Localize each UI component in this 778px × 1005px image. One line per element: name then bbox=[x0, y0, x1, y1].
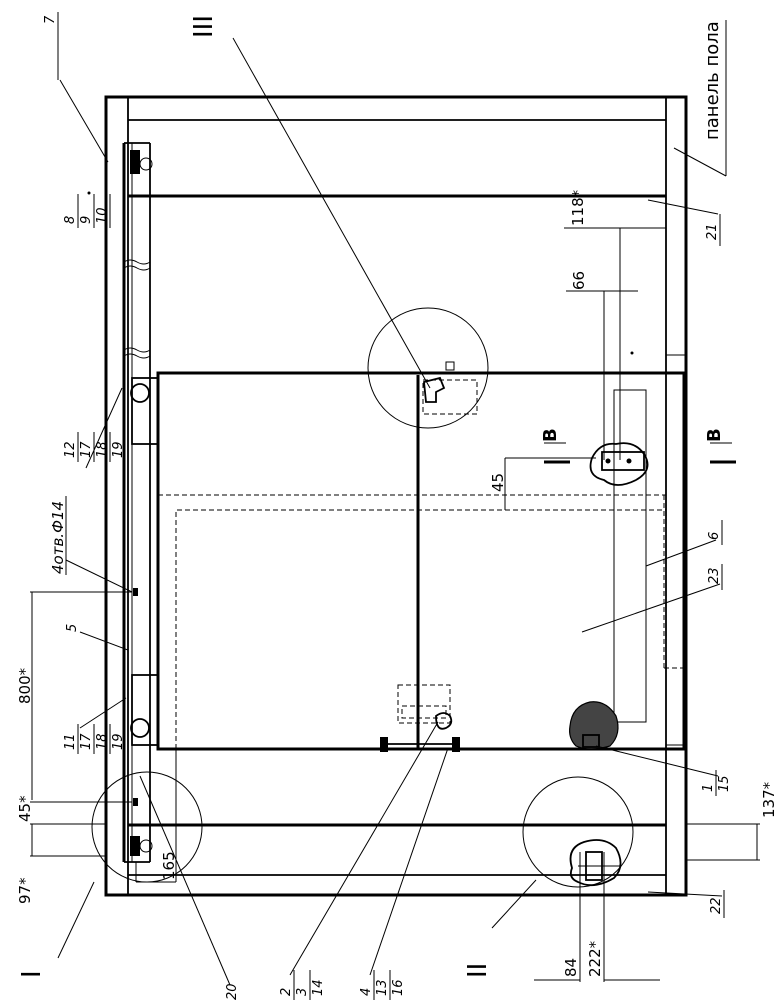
dim-97: 97* bbox=[16, 877, 34, 904]
pos-6: 6 bbox=[707, 532, 722, 540]
pos-17a: 17 bbox=[79, 441, 94, 458]
dim-222: 222* bbox=[586, 940, 604, 977]
pos-19a: 19 bbox=[111, 441, 126, 458]
pos-22: 22 bbox=[709, 897, 724, 914]
section-b-left: В bbox=[540, 428, 561, 442]
position-numbers: 7 8 9 10 12 17 18 19 5 11 17 18 19 20 2 … bbox=[43, 15, 732, 1000]
hole-note: 4отв.Ф14 bbox=[49, 501, 67, 574]
pos-4: 4 bbox=[359, 988, 374, 996]
side-rail bbox=[122, 142, 159, 863]
pos-9: 9 bbox=[79, 216, 94, 224]
dim-800: 800* bbox=[16, 667, 34, 704]
pos-3: 3 bbox=[295, 988, 310, 996]
pos-7: 7 bbox=[43, 15, 58, 24]
pos-1: 1 bbox=[701, 784, 716, 792]
pos-21: 21 bbox=[705, 223, 720, 240]
section-marks bbox=[544, 442, 736, 464]
dimension-lines bbox=[30, 20, 760, 982]
pos-19b: 19 bbox=[111, 733, 126, 750]
view-3-label: III bbox=[189, 15, 219, 38]
dim-137: 137* bbox=[760, 781, 778, 818]
pos-14: 14 bbox=[311, 979, 326, 996]
pos-17b: 17 bbox=[79, 733, 94, 750]
dim-118: 118* bbox=[569, 189, 587, 226]
pos-18b: 18 bbox=[95, 733, 110, 750]
pos-15: 15 bbox=[717, 775, 732, 792]
pos-5: 5 bbox=[65, 624, 80, 632]
dim-45-right: 45 bbox=[489, 473, 507, 492]
pos-12: 12 bbox=[63, 441, 78, 458]
inner-panel bbox=[156, 371, 686, 751]
leaders bbox=[57, 12, 723, 986]
pos-16: 16 bbox=[391, 979, 406, 996]
floor-panel-text: панель пола bbox=[702, 21, 723, 140]
section-b-right: В bbox=[704, 428, 725, 442]
view-1-label: I bbox=[17, 970, 47, 978]
view-2-label: II bbox=[463, 963, 493, 978]
floor-panel-label: панель пола bbox=[702, 21, 723, 140]
dim-84: 84 bbox=[562, 958, 580, 977]
view-circles bbox=[91, 307, 634, 888]
pos-11: 11 bbox=[63, 733, 78, 750]
pos-10: 10 bbox=[95, 207, 110, 224]
pos-20: 20 bbox=[225, 983, 240, 1000]
outer-frame bbox=[104, 95, 688, 897]
pos-13: 13 bbox=[375, 979, 390, 996]
pos-2: 2 bbox=[279, 988, 294, 996]
pos-8: 8 bbox=[63, 216, 78, 224]
dim-66: 66 bbox=[570, 271, 588, 290]
pos-23: 23 bbox=[707, 567, 722, 584]
hardware bbox=[380, 351, 649, 887]
pos-18a: 18 bbox=[95, 441, 110, 458]
dim-165: 165 bbox=[160, 851, 178, 880]
dim-45-left: 45* bbox=[16, 795, 34, 822]
